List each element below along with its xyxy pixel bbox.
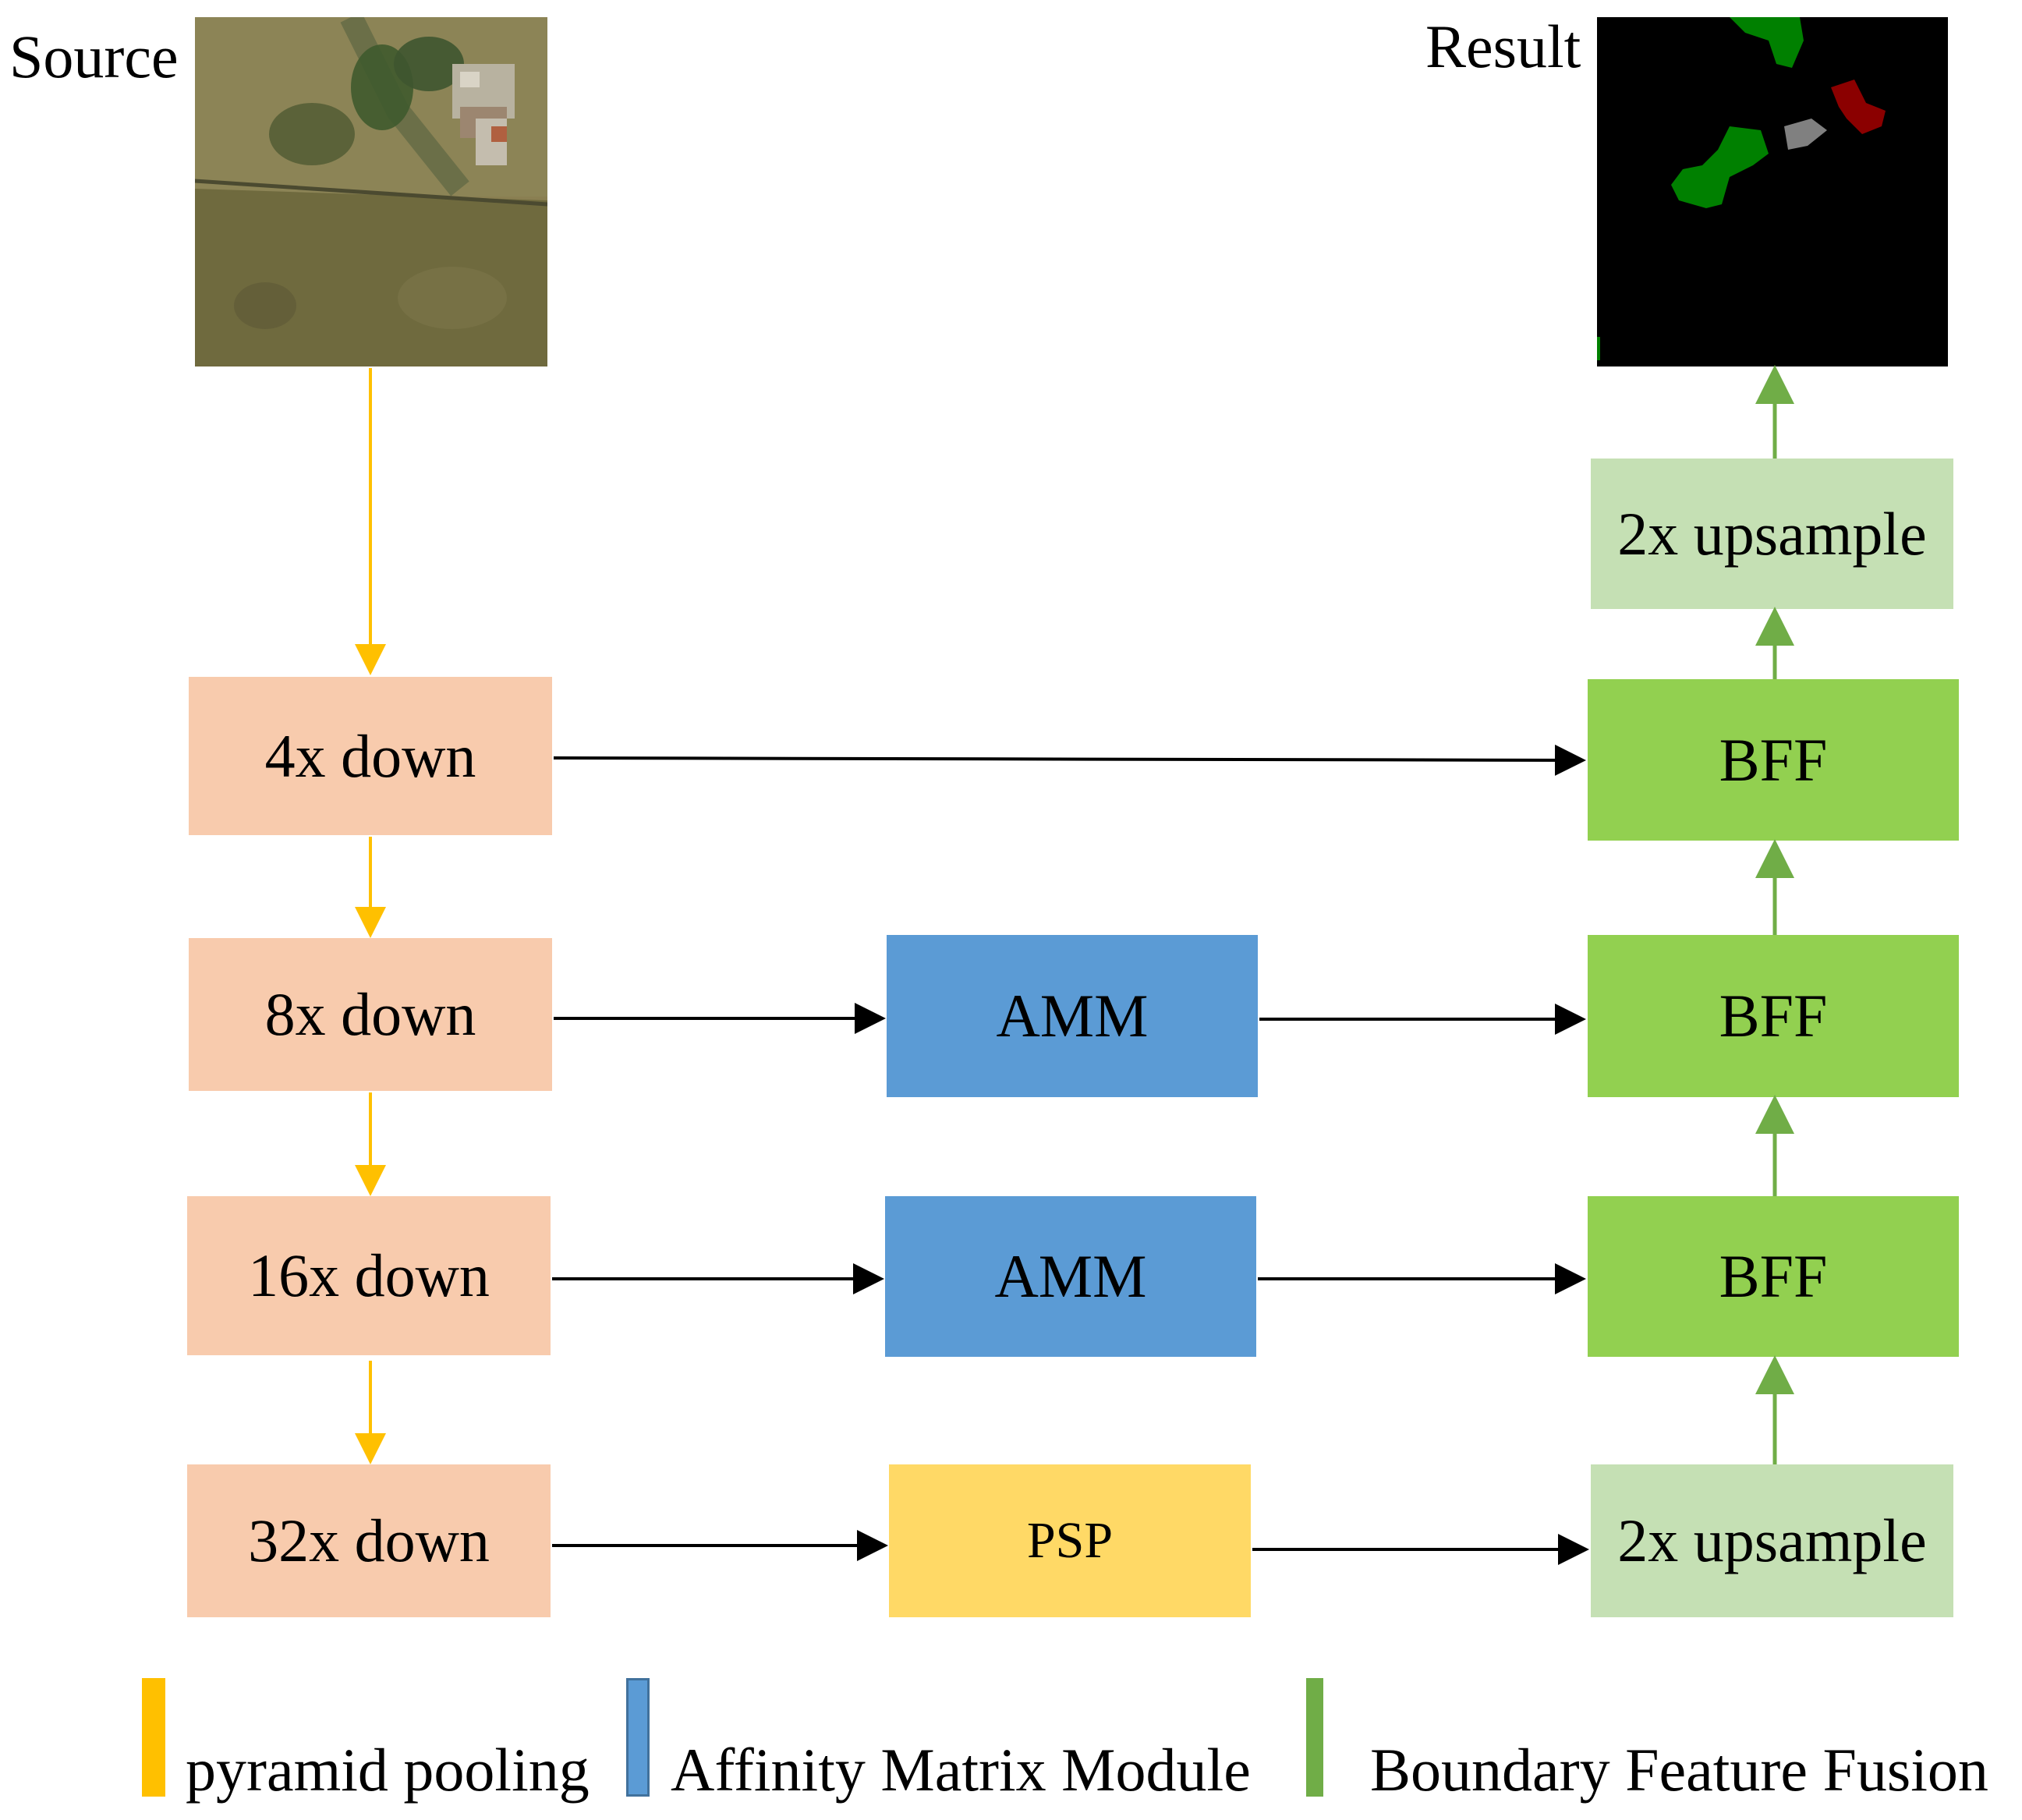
bff-box-3: BFF [1588, 1196, 1959, 1357]
aerial-photo [195, 17, 547, 366]
result-image [1597, 17, 1948, 366]
source-image [195, 17, 547, 366]
down-8x-box: 8x down [189, 938, 552, 1091]
result-label: Result [1425, 12, 1581, 80]
down-4x-box: 4x down [189, 677, 552, 835]
legend-swatch-pyramid-pooling [142, 1678, 165, 1797]
down-32x-box: 32x down [187, 1464, 551, 1617]
bff-box-2: BFF [1588, 935, 1959, 1097]
legend-label-pyramid-pooling: pyramid pooling [186, 1736, 590, 1804]
down-16x-box: 16x down [187, 1196, 551, 1355]
legend-label-affinity-matrix: Affinity Matrix Module [671, 1736, 1251, 1804]
bff-box-1: BFF [1588, 679, 1959, 841]
legend-swatch-affinity-matrix [626, 1678, 650, 1797]
legend-label-boundary-feature-fusion: Boundary Feature Fusion [1370, 1736, 1988, 1804]
source-label: Source [9, 23, 179, 90]
psp-box: PSP [889, 1464, 1251, 1617]
upsample-box-bottom: 2x upsample [1591, 1464, 1953, 1617]
amm-box-2: AMM [885, 1196, 1256, 1357]
amm-box-1: AMM [887, 935, 1258, 1097]
flow-arrow-4x-to-bff1 [553, 744, 1586, 776]
upsample-box-top: 2x upsample [1591, 459, 1953, 609]
legend-swatch-boundary-feature-fusion [1306, 1678, 1323, 1797]
segmentation-map [1597, 17, 1948, 366]
